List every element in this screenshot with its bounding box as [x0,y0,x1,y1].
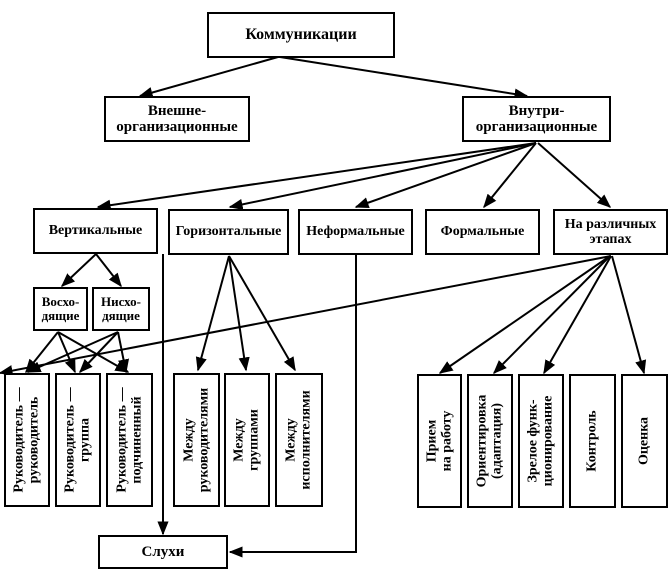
arrow-asc-leaf3 [57,331,130,373]
vertical-leaf-2-line2: группа [77,417,92,463]
stage-leaf-1-line1: Прием [423,419,439,463]
vertical-leaf-1: Руководитель —руководитель [4,373,50,507]
horizontal-leaf-3-line1: Между [283,418,299,462]
vertical-leaf-3-line1: Руководитель — [113,387,129,493]
ascending-line1: Восхо- [41,293,80,309]
arrow-stages-leaf4 [0,255,612,377]
arrow-internal-informal [354,142,537,209]
stages-node: На различных этапах [553,209,668,255]
formal-label: Формальные [440,224,525,240]
descending-line1: Нисхо- [100,293,142,309]
stage-leaf-2-line2: (адаптация) [489,402,504,480]
formal-node: Формальные [425,209,540,255]
external-line1: Внешне- [147,102,207,119]
stage-leaf-3: Зрелое функ-ционирование [518,374,564,508]
internal-line2: организационные [475,119,598,135]
arrow-horiz-leaf1 [195,255,230,372]
vertical-leaf-1-line2: руководитель [26,396,41,484]
arrow-stages-leaf5 [611,255,647,375]
stage-leaf-3-line1: Зрелое функ- [525,399,541,483]
vertical-leaf-3-line2: подчиненный [128,396,144,484]
horizontal-leaf-3-line2: исполнителями [298,390,313,490]
arrow-vertical-descending [95,253,122,288]
stages-line1: На различных [564,216,657,232]
vertical-leaf-1-line1: Руководитель — [11,387,27,493]
internal-line1: Внутри- [508,102,565,119]
vertical-leaf-2: Руководитель —группа [55,373,101,507]
arrow-internal-formal [483,142,537,209]
external-line2: организационные [116,119,238,135]
ascending-line2: дящие [41,308,80,323]
ascending-node: Восхо- дящие [33,287,88,331]
vertical-label: Вертикальные [48,223,143,239]
stages-line2: этапах [589,232,632,247]
horizontal-label: Горизонтальные [175,224,282,240]
external-node: Внешне- организационные [104,96,250,142]
root-node: Коммуникации [207,12,395,58]
stage-leaf-4-line1: Контроль [584,410,600,472]
arrow-horiz-leaf2 [228,255,250,372]
arrow-root-external [138,56,279,98]
arrow-stages-leaf2 [493,255,611,374]
stage-leaf-2-line1: Ориентировка [474,394,490,488]
arrow-root-internal [279,56,529,100]
stage-leaf-5: Оценка [621,374,668,508]
stage-leaf-5-line1: Оценка [636,416,652,466]
arrow-informal-rumors [228,254,357,558]
horizontal-leaf-2-line2: группами [246,409,261,471]
horizontal-leaf-1-line1: Между [180,418,196,462]
arrow-horiz-leaf3 [228,255,296,372]
informal-node: Неформальные [298,209,413,255]
arrow-asc-leaf2 [57,331,76,374]
horizontal-node: Горизонтальные [168,209,289,255]
arrow-internal-vertical [96,142,537,211]
arrow-stages-leaf3 [543,255,612,375]
rumors-label: Слухи [141,543,185,560]
root-label: Коммуникации [245,26,357,44]
stage-leaf-4: Контроль [569,374,616,508]
arrow-stages-leaf1 [438,255,611,374]
stage-leaf-3-line2: ционирование [540,395,555,487]
stage-leaf-2: Ориентировка(адаптация) [467,374,513,508]
arrow-desc-leaf3 [117,331,130,374]
rumors-node: Слухи [98,535,228,569]
arrow-internal-stages [537,142,612,208]
stage-leaf-1-line2: на работу [438,410,454,472]
vertical-leaf-3: Руководитель —подчиненный [106,373,153,507]
horizontal-leaf-1-line2: руководителями [195,387,211,493]
descending-line2: дящие [102,308,140,323]
internal-node: Внутри- организационные [462,96,611,142]
arrow-desc-leaf2 [79,331,119,374]
horizontal-leaf-2-line1: Между [231,418,247,462]
vertical-node: Вертикальные [33,208,158,254]
arrow-internal-horizontal [228,142,537,210]
descending-node: Нисхо- дящие [92,287,150,331]
informal-label: Неформальные [306,224,405,240]
arrow-vertical-ascending [60,253,97,287]
vertical-leaf-2-line1: Руководитель — [62,387,78,493]
